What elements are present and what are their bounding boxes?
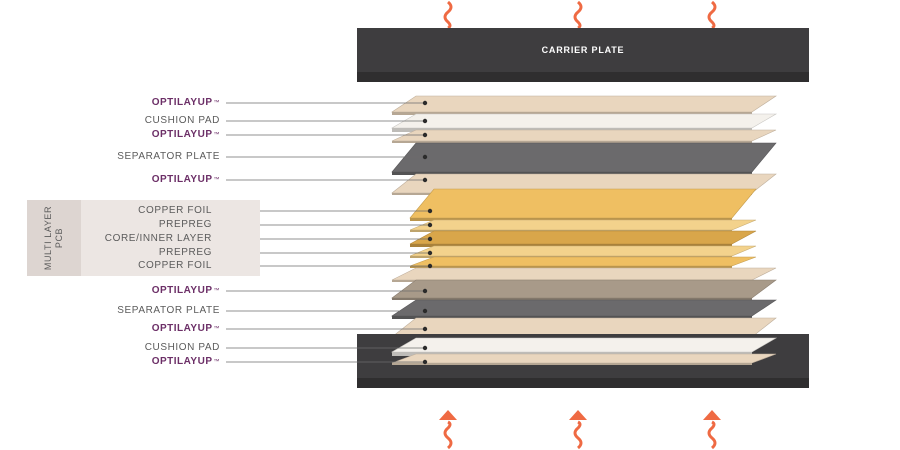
sheet-optilayup-1 — [391, 95, 777, 113]
sheet-optilayup-4 — [391, 279, 777, 299]
carrier-plate-top-edge — [357, 72, 809, 82]
leader-dot-7 — [427, 222, 433, 228]
leader-dot-14 — [422, 345, 428, 351]
sheet-separator-plate-1 — [391, 142, 777, 173]
leader-dot-3 — [422, 132, 428, 138]
sheet-optilayup-6-edge — [392, 363, 752, 365]
label-optilayup-6: OPTILAYUP — [152, 356, 220, 368]
sheet-cushion-pad-2 — [390, 337, 778, 353]
leader-dot-12 — [422, 308, 428, 314]
sheet-optilayup-6 — [391, 353, 777, 364]
sheet-prepreg-2 — [409, 245, 757, 257]
label-prepreg-2: PREPREG — [158, 247, 212, 258]
label-prepreg-1: PREPREG — [158, 219, 212, 230]
leader-dot-8 — [427, 236, 433, 242]
label-separator-plate-1: SEPARATOR PLATE — [117, 151, 220, 162]
sheet-core-inner-layer — [409, 230, 757, 245]
sheet-optilayup-4a — [391, 267, 777, 281]
sheet-cushion-pad-1 — [390, 113, 778, 129]
sheet-prepreg-1 — [409, 219, 757, 231]
label-separator-plate-2: SEPARATOR PLATE — [117, 305, 220, 316]
carrier-plate-bottom-edge — [357, 378, 809, 388]
leader-dot-9 — [427, 250, 433, 256]
leader-dot-2 — [422, 118, 428, 124]
label-optilayup-5: OPTILAYUP — [152, 323, 220, 335]
label-copper-foil-2: COPPER FOIL — [138, 260, 212, 271]
label-core-inner-layer: CORE/INNER LAYER — [104, 233, 212, 244]
leader-dot-1 — [422, 100, 428, 106]
sheet-optilayup-2 — [391, 129, 777, 142]
label-cushion-pad-2: CUSHION PAD — [144, 342, 220, 353]
label-copper-foil-1: COPPER FOIL — [138, 205, 212, 216]
label-cushion-pad-1: CUSHION PAD — [144, 115, 220, 126]
label-optilayup-4: OPTILAYUP — [152, 285, 220, 297]
label-optilayup-3: OPTILAYUP — [152, 174, 220, 186]
leader-dot-15 — [422, 359, 428, 365]
leader-dot-13 — [422, 326, 428, 332]
sheet-separator-plate-2 — [391, 299, 777, 317]
press-arrow-bottom-3 — [703, 410, 721, 450]
leader-dot-6 — [427, 208, 433, 214]
multi-layer-pcb-label: MULTI LAYER PCB — [43, 205, 64, 271]
sheet-copper-foil-2 — [409, 256, 757, 267]
carrier-plate-top-label: CARRIER PLATE — [541, 45, 625, 55]
sheet-optilayup-4-edge — [392, 298, 752, 300]
press-arrow-bottom-2 — [569, 410, 587, 450]
carrier-plate-top-top — [357, 28, 809, 72]
leader-dot-10 — [427, 263, 433, 269]
carrier-plate-bottom-label: CARRIER PLATE — [541, 387, 625, 397]
sheet-copper-foil-2-edge — [410, 266, 732, 268]
press-arrow-bottom-1 — [439, 410, 457, 450]
sheet-optilayup-2-edge — [392, 141, 752, 143]
label-optilayup-2: OPTILAYUP — [152, 129, 220, 141]
multi-layer-pcb-tab — [27, 200, 81, 276]
leader-dot-11 — [422, 288, 428, 294]
leader-dot-4 — [422, 154, 428, 160]
sheet-copper-foil-1 — [409, 188, 757, 219]
leader-dot-5 — [422, 177, 428, 183]
label-optilayup-1: OPTILAYUP — [152, 97, 220, 109]
